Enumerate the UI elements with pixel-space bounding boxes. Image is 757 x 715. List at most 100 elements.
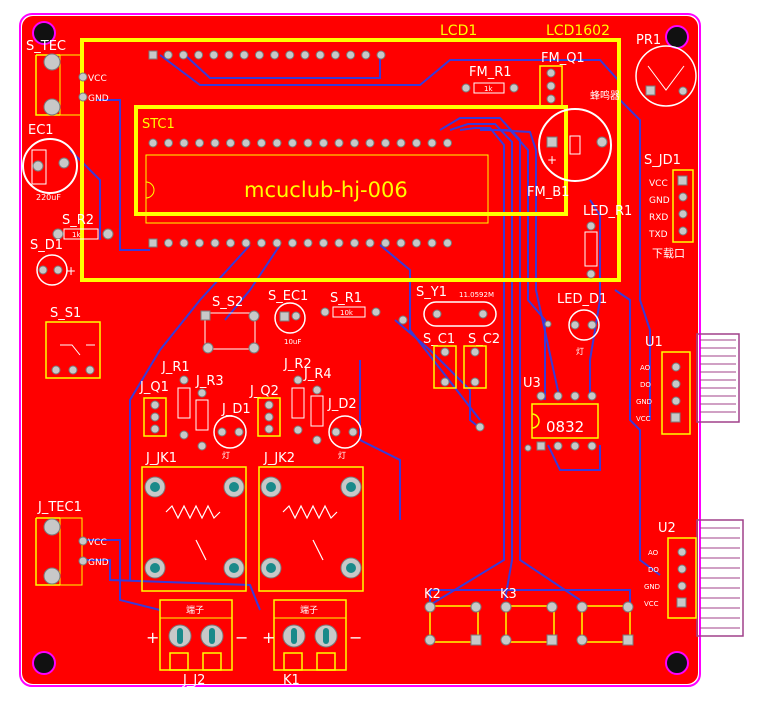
u3-pins bbox=[536, 391, 597, 451]
stc1-pin bbox=[350, 238, 359, 248]
j-tec1-outline bbox=[35, 517, 60, 586]
k2-outline bbox=[505, 605, 555, 643]
j-jk1-hole bbox=[150, 563, 160, 573]
j-j1-tab bbox=[169, 652, 189, 671]
u1-vcc: VCC bbox=[636, 415, 651, 423]
k1-pad bbox=[470, 634, 482, 646]
buzzer-label: 蜂鸣器 bbox=[590, 89, 620, 102]
u1-do: DO bbox=[640, 381, 651, 389]
s-ec1-label: S_EC1 bbox=[268, 289, 308, 304]
j-q1-outline bbox=[143, 397, 167, 437]
s-c1-pad bbox=[440, 347, 450, 357]
j-j1-hole bbox=[209, 628, 215, 644]
j-d1-pad bbox=[234, 427, 244, 437]
pr1-label: PR1 bbox=[636, 33, 661, 48]
s-c1-label: S_C1 bbox=[423, 332, 455, 347]
j-tec1-pad bbox=[43, 518, 61, 536]
u2-footprint: U2 AO DO GND VCC bbox=[644, 521, 697, 619]
fm-r1-pad bbox=[461, 83, 471, 93]
fm-b1-pad bbox=[596, 136, 608, 148]
j-jk2-hole bbox=[266, 482, 276, 492]
j-d2-pad bbox=[331, 427, 341, 437]
u2-vcc: VCC bbox=[644, 600, 659, 608]
stc1-pin bbox=[427, 138, 437, 148]
s-d1-plus: + bbox=[66, 264, 76, 278]
s-tec-footprint: S_TEC VCC GND bbox=[26, 39, 109, 116]
pr1-symbol bbox=[647, 65, 685, 91]
j-r3-footprint: J_R3 bbox=[195, 374, 224, 451]
u3-outline bbox=[531, 403, 599, 439]
fm-b1-pad bbox=[546, 136, 558, 148]
j-j2-terminal-text: 端子 bbox=[300, 604, 318, 616]
j-q1-pad bbox=[150, 400, 160, 410]
lcd1-outline bbox=[80, 38, 621, 282]
led-r1-label: LED_R1 bbox=[583, 204, 632, 219]
stc1-pin bbox=[334, 138, 344, 148]
j-tec1-footprint: J_TEC1 VCC GND bbox=[35, 500, 109, 586]
j-jk1-hole bbox=[229, 482, 239, 492]
u1-pad bbox=[670, 412, 681, 423]
j-d1-text: 灯 bbox=[222, 450, 230, 460]
s-s1-pad bbox=[51, 365, 61, 375]
s-ec1-value: 10uF bbox=[284, 338, 301, 346]
stc1-pin bbox=[179, 138, 189, 148]
stc1-pin bbox=[303, 138, 313, 148]
s-s2-footprint: S_S2 bbox=[200, 295, 260, 354]
s-d1-pad bbox=[38, 265, 48, 275]
board-title: mcuclub-hj-006 bbox=[244, 178, 408, 202]
j-j2-hole bbox=[291, 628, 297, 644]
stc1-pin bbox=[365, 138, 375, 148]
u2-do: DO bbox=[648, 566, 659, 574]
stc1-pin bbox=[148, 238, 158, 248]
k1-label: K2 bbox=[424, 587, 441, 602]
j-q1-pad bbox=[150, 424, 160, 434]
stc1-pin bbox=[164, 138, 173, 148]
k3-pad bbox=[576, 601, 588, 613]
led-d1-pad bbox=[570, 320, 580, 330]
fm-q1-footprint: FM_Q1 蜂鸣器 bbox=[539, 51, 620, 107]
j-d2-pad bbox=[348, 427, 358, 437]
stc1-bottom-pin-row bbox=[148, 238, 452, 248]
lcd1-pin bbox=[163, 50, 173, 60]
s-tec-pad bbox=[43, 53, 61, 71]
lcd1-pin bbox=[239, 50, 249, 60]
s-d1-body bbox=[36, 254, 68, 286]
u3-pin bbox=[553, 441, 563, 451]
j-tec1-body bbox=[59, 517, 83, 586]
mounting-hole bbox=[32, 21, 56, 45]
s-tec-label: S_TEC bbox=[26, 39, 66, 54]
j-j1-footprint: 端子 + − J_J2 bbox=[146, 599, 248, 688]
u3-footprint: U3 0832 bbox=[523, 376, 599, 451]
u1-gnd: GND bbox=[636, 398, 652, 406]
trace bbox=[589, 199, 601, 400]
k3-pad bbox=[622, 601, 634, 613]
lcd1-pin bbox=[148, 50, 158, 60]
s-jd1-pad bbox=[677, 175, 688, 186]
s-jd1-pad bbox=[678, 226, 688, 236]
j-j1-terminal-text: 端子 bbox=[186, 604, 204, 616]
s-jd1-pad bbox=[678, 192, 688, 202]
u2-module-hatch bbox=[700, 527, 740, 629]
ec1-footprint: EC1 220uF bbox=[22, 123, 78, 202]
j-jk2-outline bbox=[258, 466, 364, 592]
lcd1-pin bbox=[194, 50, 204, 60]
s-c1-footprint: S_C1 bbox=[423, 332, 457, 389]
lcd1-pin bbox=[300, 50, 310, 60]
s-c2-label: S_C2 bbox=[468, 332, 500, 347]
j-j1-label: J_J2 bbox=[182, 673, 205, 688]
k1-outline bbox=[429, 605, 479, 643]
trace bbox=[96, 99, 150, 251]
stc1-pin bbox=[226, 138, 235, 148]
j-tec1-vcc: VCC bbox=[88, 538, 107, 548]
stc1-pin bbox=[365, 238, 375, 248]
trace bbox=[614, 289, 661, 576]
lcd1-pin bbox=[178, 50, 188, 60]
k1-pad bbox=[424, 601, 436, 613]
via bbox=[524, 444, 532, 452]
s-jd1-pad bbox=[678, 209, 688, 219]
stc1-pin bbox=[319, 138, 328, 148]
ec1-body bbox=[22, 138, 78, 194]
via bbox=[475, 422, 485, 432]
lcd1-pin bbox=[285, 50, 295, 60]
s-ec1-footprint: S_EC1 10uF bbox=[268, 289, 308, 346]
